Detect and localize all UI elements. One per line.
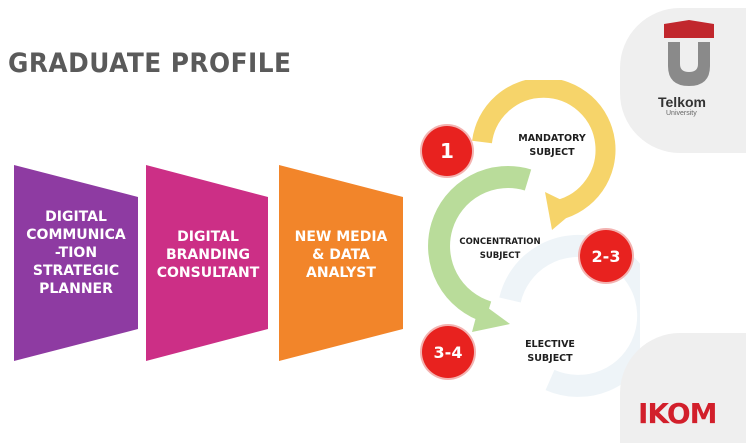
telkom-name: Telkom <box>658 94 706 110</box>
profile-funnel-1 <box>14 165 138 361</box>
profile-funnel-3 <box>279 165 403 361</box>
ikom-logo: IKOM <box>638 397 718 430</box>
telkom-university-logo: Telkom University <box>620 8 746 153</box>
ikom-logo-badge: IKOM <box>620 333 746 443</box>
page-title: GRADUATE PROFILE <box>8 48 292 79</box>
step-number-2: 2-3 <box>580 230 632 282</box>
step-number-3: 3-4 <box>422 326 474 378</box>
mandatory-arrowhead <box>545 192 578 230</box>
telkom-sub: University <box>666 110 697 117</box>
step-label-elective: ELECTIVE SUBJECT <box>525 339 575 364</box>
step-label-concentration: CONCENTRATION SUBJECT <box>459 237 541 261</box>
concentration-arrow <box>428 166 532 323</box>
step-number-1: 1 <box>422 126 472 176</box>
step-label-mandatory: MANDATORY SUBJECT <box>518 133 586 158</box>
profile-label-2: DIGITAL BRANDING CONSULTANT <box>156 229 260 281</box>
profile-funnel-2 <box>146 165 268 361</box>
telkom-emblem-icon <box>664 20 714 86</box>
profile-label-1: DIGITAL COMMUNICA -TION STRATEGIC PLANNE… <box>26 209 126 297</box>
mandatory-arrow <box>472 80 616 220</box>
profile-label-3: NEW MEDIA & DATA ANALYST <box>294 229 388 281</box>
elective-arrow <box>499 234 640 397</box>
concentration-arrowhead <box>472 302 510 332</box>
subject-flow-arrows <box>428 80 640 397</box>
